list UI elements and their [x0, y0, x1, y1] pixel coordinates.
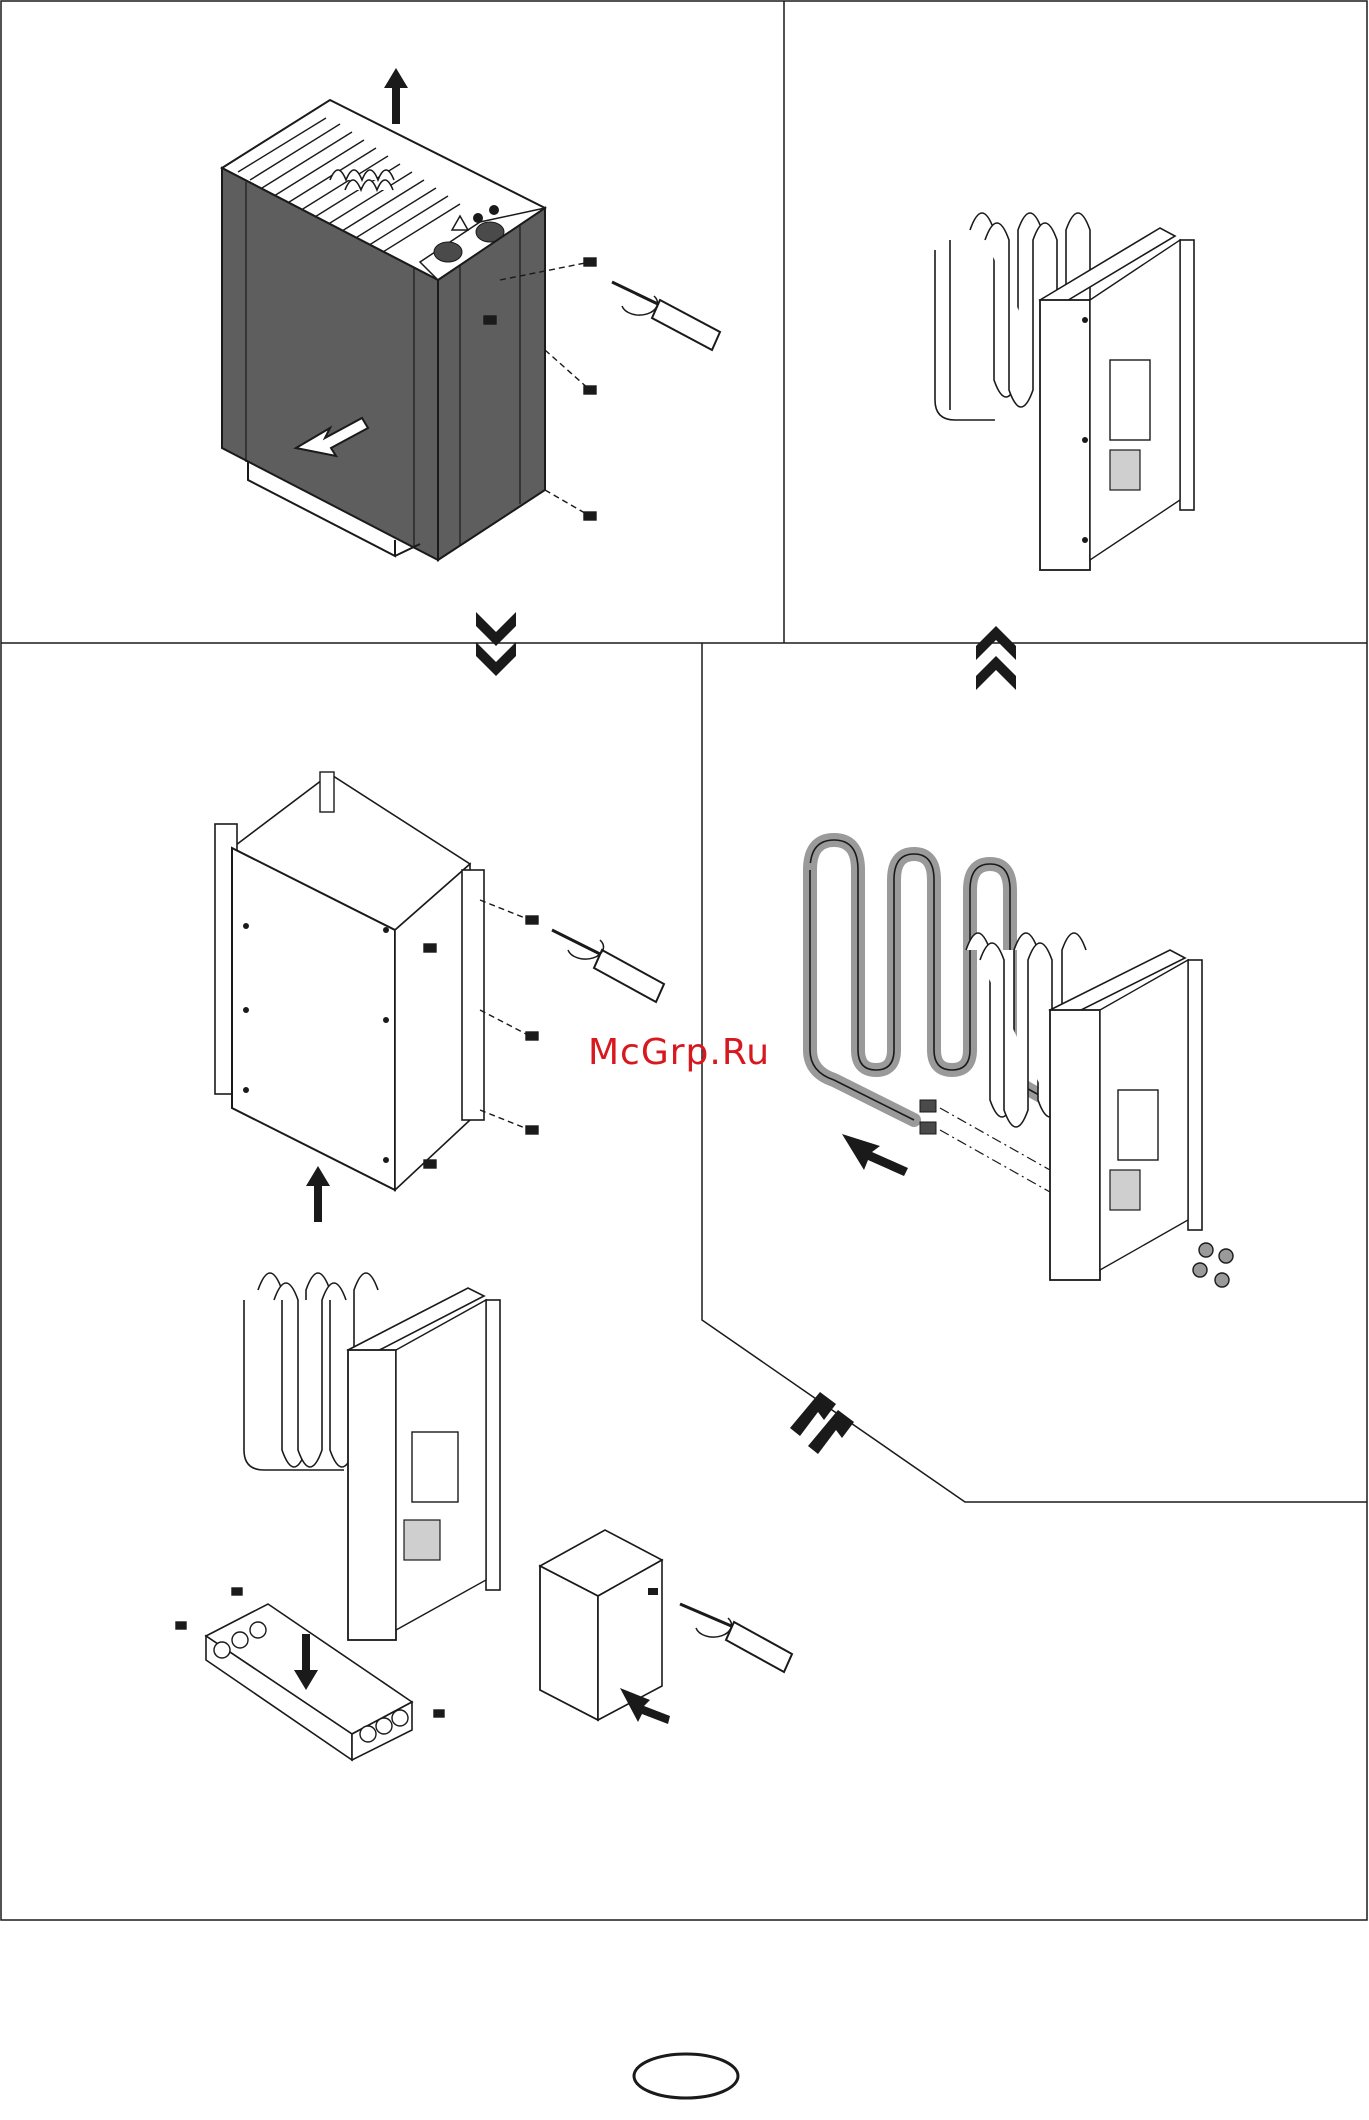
arrow-up-icon [384, 68, 408, 124]
arrow-up-icon [306, 1166, 330, 1222]
nut-icon [1193, 1243, 1233, 1287]
step-heater-without-cover [935, 213, 1194, 570]
screwdriver-icon [612, 282, 720, 350]
arrow-left-icon [842, 1134, 908, 1176]
double-chevron-up-right-icon [790, 1392, 854, 1454]
step-remove-side-panels [215, 772, 664, 1222]
step-remove-bottom-and-terminal-cover [176, 1273, 792, 1760]
screwdriver-icon [680, 1604, 792, 1672]
screw-icon [648, 1588, 658, 1595]
step-replace-heating-element [810, 840, 1233, 1287]
step-remove-outer-cover [222, 68, 720, 560]
page-number-badge [634, 2054, 738, 2098]
watermark-text: McGrp.Ru [588, 1032, 770, 1073]
double-chevron-down-icon [476, 612, 516, 676]
double-chevron-up-icon [976, 626, 1016, 690]
screwdriver-icon [552, 930, 664, 1002]
